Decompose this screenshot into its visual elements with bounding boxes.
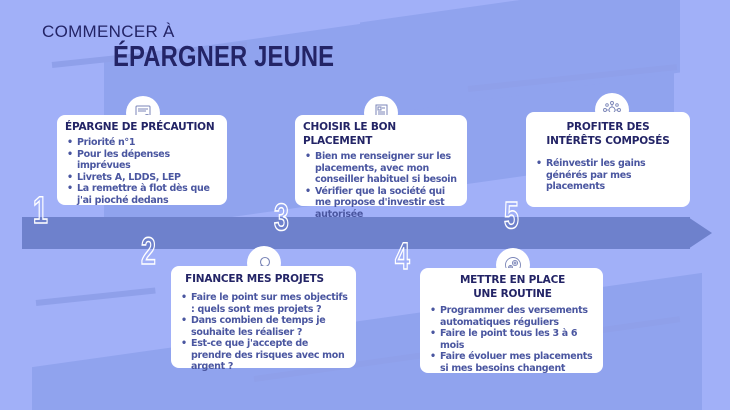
card-title: FINANCER MES PROJETS [185, 273, 324, 285]
card-list: Bien me renseigner sur les placements, a… [303, 151, 461, 220]
step-number-4: 4 [394, 236, 410, 278]
list-item: Dans combien de temps je souhaite les ré… [179, 315, 350, 338]
step-number-2: 2 [140, 231, 156, 273]
card-step-1: ÉPARGNE DE PRÉCAUTION Priorité n°1 Pour … [57, 115, 227, 206]
title-line-1: COMMENCER À [42, 22, 175, 41]
card-list: Faire le point sur mes objectifs : quels… [179, 292, 350, 373]
card-title: PROFITER DES INTÉRÊTS COMPOSÉS [546, 121, 670, 147]
step-number-5: 5 [503, 195, 519, 237]
list-item: Faire évoluer mes placements si mes beso… [428, 351, 597, 374]
timeline-arrow-head [688, 217, 712, 249]
card-step-4: METTRE EN PLACE UNE ROUTINE Programmer d… [420, 268, 603, 374]
list-item: Vérifier que la société qui me propose d… [303, 186, 461, 221]
card-title: METTRE EN PLACE UNE ROUTINE [459, 274, 566, 300]
card-title: CHOISIR LE BON PLACEMENT [303, 121, 396, 147]
card-title: ÉPARGNE DE PRÉCAUTION [65, 121, 215, 133]
step-number-1: 1 [32, 190, 48, 232]
card-list: Programmer des versements automatiques r… [428, 305, 597, 374]
card-list: Réinvestir les gains générés par mes pla… [534, 158, 682, 193]
card-step-2: FINANCER MES PROJETS Faire le point sur … [171, 266, 356, 372]
list-item: Est-ce que j'accepte de prendre des risq… [179, 338, 350, 373]
list-item: Bien me renseigner sur les placements, a… [303, 151, 461, 186]
card-list: Priorité n°1 Pour les dépenses imprévues… [65, 137, 221, 206]
list-item: La remettre à flot dès que j'ai pioché d… [65, 183, 221, 206]
title-line-2: ÉPARGNER JEUNE [113, 41, 335, 73]
card-step-3: CHOISIR LE BON PLACEMENT Bien me renseig… [295, 115, 467, 220]
list-item: Réinvestir les gains générés par mes pla… [534, 158, 682, 193]
list-item: Programmer des versements automatiques r… [428, 305, 597, 328]
list-item: Priorité n°1 [65, 137, 221, 149]
card-step-5: PROFITER DES INTÉRÊTS COMPOSÉS Réinvesti… [526, 112, 690, 207]
list-item: Faire le point tous les 3 à 6 mois [428, 328, 597, 351]
step-number-3: 3 [273, 197, 289, 239]
list-item: Faire le point sur mes objectifs : quels… [179, 292, 350, 315]
list-item: Livrets A, LDDS, LEP [65, 172, 221, 184]
background-stripe-3 [35, 287, 156, 306]
timeline-bar [22, 217, 690, 249]
list-item: Pour les dépenses imprévues [65, 149, 221, 172]
